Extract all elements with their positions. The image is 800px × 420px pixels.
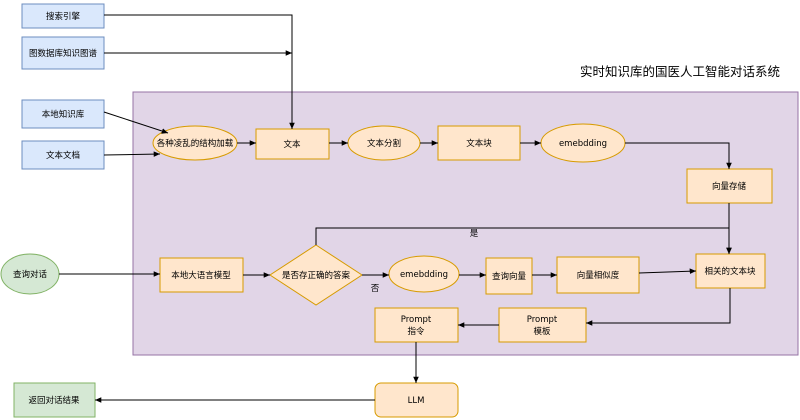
node-prompt-template-line2: 模板 (533, 326, 551, 337)
node-text-split-label: 文本分割 (367, 138, 401, 149)
node-text-doc-label: 文本文档 (46, 150, 80, 161)
node-embedding-top: emebdding (540, 123, 626, 163)
edge-decision-yes (315, 227, 732, 254)
node-text-label: 文本 (283, 139, 301, 150)
node-decision-label: 是否存正确的答案 (282, 270, 351, 281)
node-vector-similarity-label: 向量相似度 (577, 270, 620, 281)
system-title: 实时知识库的国医人工智能对话系统 (580, 64, 780, 79)
node-search-engine: 搜索引擎 (21, 3, 105, 29)
edge-similarity-to-related (638, 268, 697, 275)
node-embedding-bottom-label: emebdding (400, 270, 448, 280)
node-vector-similarity: 向量相似度 (556, 256, 640, 294)
node-local-kb-label: 本地知识库 (42, 109, 85, 120)
node-query-vector-label: 查询向量 (492, 271, 527, 282)
node-return-result: 返回对话结果 (13, 382, 96, 418)
node-prompt-template: Prompt 模板 (498, 307, 587, 343)
edge-related-to-template (586, 288, 731, 326)
node-vector-store-label: 向量存储 (712, 181, 747, 192)
node-loader: 各种凌乱的结构加载 (152, 125, 238, 161)
node-graph-db: 图数据库知识图谱 (21, 36, 105, 70)
node-local-llm: 本地大语言模型 (159, 257, 244, 293)
node-loader-label: 各种凌乱的结构加载 (157, 138, 234, 149)
edge-yes-label: 是 (470, 229, 479, 239)
edge-textdoc-to-loader (103, 151, 161, 157)
node-query-label: 查询对话 (13, 269, 48, 280)
node-text: 文本 (255, 128, 330, 160)
node-query: 查询对话 (0, 253, 60, 295)
edge-embedding-to-store (625, 142, 732, 169)
node-graph-db-label: 图数据库知识图谱 (29, 48, 98, 59)
node-text-chunk-label: 文本块 (466, 138, 492, 149)
node-related-chunks-label: 相关的文本块 (704, 266, 756, 277)
node-text-chunk: 文本块 (437, 125, 521, 161)
node-local-kb: 本地知识库 (21, 99, 105, 129)
node-prompt-instruction-line1: Prompt (401, 315, 432, 325)
node-text-doc: 文本文档 (21, 140, 105, 170)
node-llm: LLM (374, 382, 459, 418)
edge-search-to-text (104, 14, 295, 129)
node-prompt-instruction-line2: 指令 (407, 326, 425, 337)
node-return-result-label: 返回对话结果 (28, 395, 80, 406)
node-embedding-top-label: emebdding (559, 139, 607, 149)
node-text-split: 文本分割 (347, 125, 421, 161)
node-local-llm-label: 本地大语言模型 (171, 270, 231, 281)
node-prompt-template-line1: Prompt (527, 315, 558, 325)
node-related-chunks: 相关的文本块 (695, 253, 766, 289)
node-llm-label: LLM (408, 396, 425, 406)
node-vector-store: 向量存储 (686, 168, 773, 204)
node-search-engine-label: 搜索引擎 (46, 11, 81, 22)
edge-no-label: 否 (371, 284, 380, 294)
node-query-vector: 查询向量 (485, 257, 533, 295)
edge-localkb-to-loader (103, 111, 169, 134)
node-embedding-bottom: emebdding (388, 255, 460, 293)
node-prompt-instruction: Prompt 指令 (374, 307, 459, 343)
node-decision: 是否存正确的答案 (269, 244, 363, 306)
